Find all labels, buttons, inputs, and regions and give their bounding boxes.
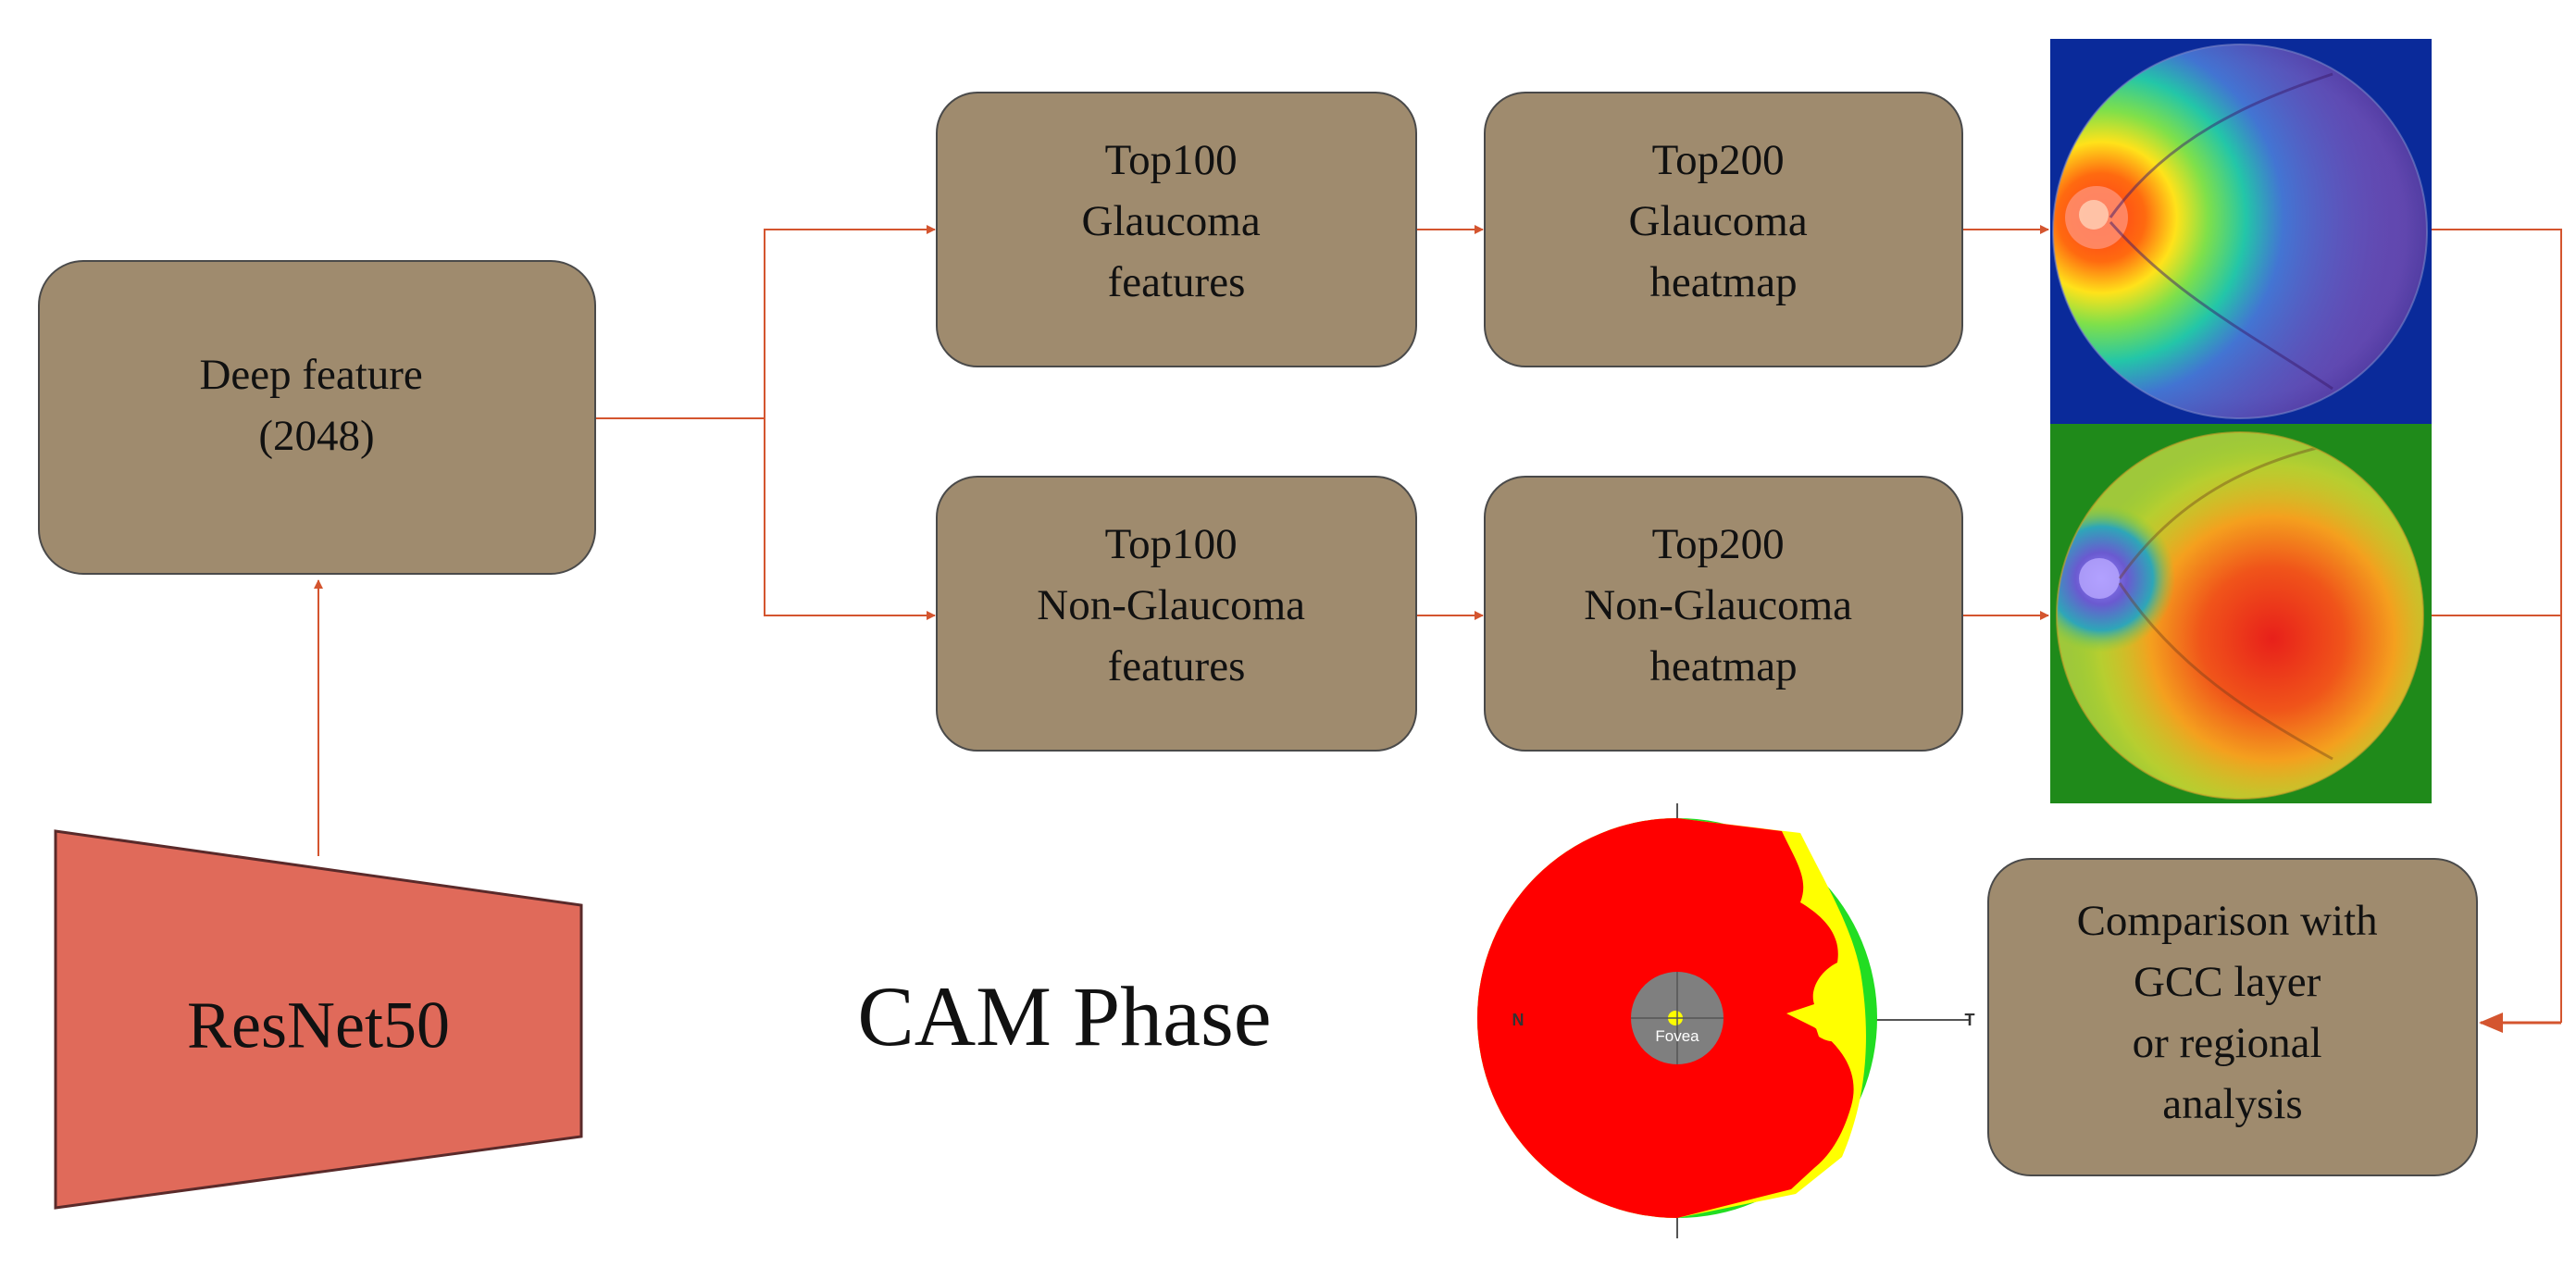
- glaucoma-features-line-3: features: [1108, 258, 1246, 306]
- non-glaucoma-heatmap-box: Top200 Non-Glaucoma heatmap: [1484, 476, 1963, 752]
- fovea-label: Fovea: [1655, 1027, 1699, 1045]
- non-glaucoma-features-box: Top100 Non-Glaucoma features: [936, 476, 1417, 752]
- arrow-branch-to-glaucoma-features: [764, 225, 936, 418]
- arrow-branch-to-non-glaucoma-features: [764, 418, 936, 620]
- deep-feature-line-1: Deep feature: [199, 351, 422, 399]
- cam-phase-title: CAM Phase: [857, 969, 1271, 1063]
- resnet50-block: ResNet50: [54, 829, 583, 1210]
- svg-text:Deep feature (2048): Deep feature (2048): [199, 351, 433, 460]
- glaucoma-heatmap-line-2: Glaucoma: [1629, 197, 1808, 245]
- comparison-box: Comparison with GCC layer or regional an…: [1987, 858, 2478, 1176]
- non-glaucoma-features-line-2: Non-Glaucoma: [1037, 581, 1305, 629]
- gcc-deviation-map-icon: Fovea N T: [1477, 798, 1979, 1242]
- comparison-line-1: Comparison with: [2077, 897, 2378, 945]
- glaucoma-heatmap-box: Top200 Glaucoma heatmap: [1484, 92, 1963, 367]
- temporal-label: T: [1965, 1011, 1975, 1029]
- comparison-line-3: or regional: [2133, 1019, 2322, 1067]
- glaucoma-heatmap-line-1: Top200: [1652, 136, 1785, 184]
- nasal-label: N: [1512, 1011, 1524, 1029]
- glaucoma-features-line-2: Glaucoma: [1082, 197, 1261, 245]
- connectors: [314, 225, 2562, 1033]
- deep-feature-line-2: (2048): [258, 412, 374, 460]
- resnet50-label: ResNet50: [187, 988, 450, 1063]
- svg-text:Top100 Non-Glaucoma: Top100 Non-Glaucoma features: [1037, 520, 1315, 690]
- svg-text:Top200 Glaucoma he: Top200 Glaucoma heatmap: [1629, 136, 1819, 306]
- fundus-heatmap-non-glaucoma-icon: [2050, 424, 2432, 803]
- non-glaucoma-features-line-1: Top100: [1105, 520, 1238, 568]
- glaucoma-heatmap-line-3: heatmap: [1649, 258, 1797, 306]
- comparison-line-2: GCC layer: [2134, 958, 2321, 1006]
- fundus-heatmap-glaucoma-icon: [2050, 39, 2432, 424]
- svg-text:Top100 Glaucoma fe: Top100 Glaucoma features: [1082, 136, 1272, 306]
- non-glaucoma-heatmap-line-1: Top200: [1652, 520, 1785, 568]
- non-glaucoma-heatmap-line-3: heatmap: [1649, 642, 1797, 690]
- svg-text:Comparison with GCC laye: Comparison with GCC layer or regional an…: [2077, 897, 2389, 1128]
- glaucoma-features-line-1: Top100: [1105, 136, 1238, 184]
- comparison-line-4: analysis: [2162, 1080, 2302, 1128]
- non-glaucoma-heatmap-line-2: Non-Glaucoma: [1584, 581, 1852, 629]
- arrow-glaucoma-image-to-bus: [2432, 229, 2562, 1023]
- glaucoma-features-box: Top100 Glaucoma features: [936, 92, 1417, 367]
- non-glaucoma-features-line-3: features: [1108, 642, 1246, 690]
- svg-text:Top200 Non-Glaucoma: Top200 Non-Glaucoma heatmap: [1584, 520, 1862, 690]
- deep-feature-box: Deep feature (2048): [38, 260, 596, 575]
